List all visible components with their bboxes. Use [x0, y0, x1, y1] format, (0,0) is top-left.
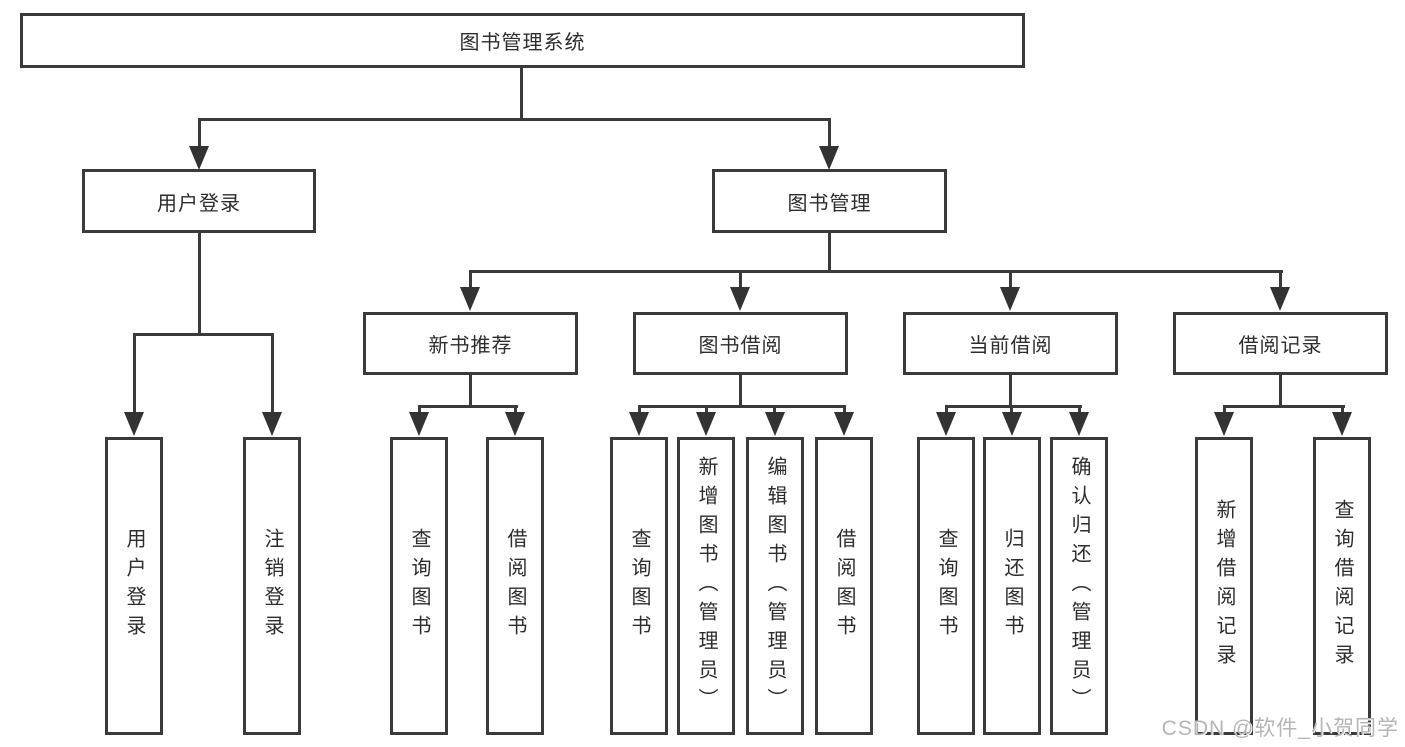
connector-line — [198, 118, 831, 121]
leaf-add-borrow-record: 新增借阅记录 — [1195, 437, 1253, 735]
node-borrow-record-label: 借阅记录 — [1238, 335, 1323, 357]
connector-line — [1279, 375, 1282, 408]
arrowhead-down-icon — [834, 412, 854, 436]
connector-line — [638, 405, 641, 415]
connector-line — [198, 233, 201, 335]
leaf-return-book-label: 归还图书 — [1001, 528, 1023, 644]
arrowhead-down-icon — [1332, 412, 1352, 436]
leaf-add-book-admin: 新增图书（管理员） — [677, 437, 735, 735]
connector-line — [828, 118, 831, 152]
arrowhead-down-icon — [262, 412, 282, 436]
connector-line — [1341, 405, 1344, 415]
connector-line — [133, 333, 136, 413]
arrowhead-down-icon — [1000, 287, 1020, 311]
connector-line — [469, 270, 472, 290]
leaf-query-book-label: 查询图书 — [628, 528, 650, 644]
arrowhead-down-icon — [1002, 412, 1022, 436]
arrowhead-down-icon — [730, 287, 750, 311]
node-root: 图书管理系统 — [20, 13, 1025, 68]
leaf-query-book: 查询图书 — [390, 437, 448, 735]
connector-line — [1009, 270, 1012, 290]
connector-line — [469, 375, 472, 408]
leaf-add-borrow-record-label: 新增借阅记录 — [1213, 499, 1235, 673]
connector-line — [705, 405, 708, 415]
connector-line — [828, 233, 831, 272]
leaf-confirm-return-admin: 确认归还（管理员） — [1050, 437, 1108, 735]
node-root-label: 图书管理系统 — [459, 32, 586, 54]
connector-line — [739, 375, 742, 408]
connector-line — [1009, 375, 1012, 408]
leaf-edit-book-admin-label: 编辑图书（管理员） — [764, 455, 786, 717]
leaf-borrow-book-label: 借阅图书 — [833, 528, 855, 644]
connector-line — [945, 405, 948, 415]
node-new-book-recommend: 新书推荐 — [363, 312, 578, 375]
leaf-query-book: 查询图书 — [610, 437, 668, 735]
arrowhead-down-icon — [1270, 287, 1290, 311]
connector-line — [638, 405, 846, 408]
arrowhead-down-icon — [189, 146, 209, 170]
connector-line — [843, 405, 846, 415]
leaf-logout: 注销登录 — [243, 437, 301, 735]
node-book-borrow-label: 图书借阅 — [698, 335, 783, 357]
connector-line — [514, 405, 517, 415]
leaf-return-book: 归还图书 — [983, 437, 1041, 735]
connector-line — [1010, 405, 1013, 415]
arrowhead-down-icon — [1069, 412, 1089, 436]
leaf-query-book: 查询图书 — [917, 437, 975, 735]
leaf-user-login: 用户登录 — [105, 437, 163, 735]
connector-line — [133, 333, 274, 336]
leaf-borrow-book: 借阅图书 — [815, 437, 873, 735]
connector-line — [198, 118, 201, 152]
arrowhead-down-icon — [124, 412, 144, 436]
connector-line — [520, 68, 523, 120]
connector-line — [773, 405, 776, 415]
leaf-query-borrow-record: 查询借阅记录 — [1313, 437, 1371, 735]
arrowhead-down-icon — [505, 412, 525, 436]
leaf-borrow-book-label: 借阅图书 — [504, 528, 526, 644]
arrowhead-down-icon — [819, 146, 839, 170]
leaf-add-book-admin-label: 新增图书（管理员） — [695, 455, 717, 717]
connector-line — [469, 270, 1283, 273]
node-current-borrow-label: 当前借阅 — [968, 335, 1053, 357]
connector-line — [418, 405, 518, 408]
arrowhead-down-icon — [696, 412, 716, 436]
connector-line — [739, 270, 742, 290]
arrowhead-down-icon — [1214, 412, 1234, 436]
leaf-confirm-return-admin-label: 确认归还（管理员） — [1068, 455, 1090, 717]
node-user-login: 用户登录 — [82, 169, 316, 233]
node-book-borrow: 图书借阅 — [633, 312, 848, 375]
leaf-query-book-label: 查询图书 — [935, 528, 957, 644]
node-current-borrow: 当前借阅 — [903, 312, 1118, 375]
node-user-login-label: 用户登录 — [157, 192, 241, 215]
leaf-logout-label: 注销登录 — [261, 528, 283, 644]
connector-line — [945, 405, 1082, 408]
leaf-user-login-label: 用户登录 — [123, 528, 145, 644]
leaf-borrow-book: 借阅图书 — [486, 437, 544, 735]
arrowhead-down-icon — [936, 412, 956, 436]
watermark: CSDN @软件_小贺同学 — [1161, 717, 1399, 740]
connector-line — [1223, 405, 1345, 408]
leaf-query-borrow-record-label: 查询借阅记录 — [1331, 499, 1353, 673]
leaf-edit-book-admin: 编辑图书（管理员） — [746, 437, 804, 735]
connector-line — [418, 405, 421, 415]
leaf-query-book-label: 查询图书 — [408, 528, 430, 644]
arrowhead-down-icon — [629, 412, 649, 436]
node-book-management-label: 图书管理 — [787, 192, 872, 215]
connector-line — [1223, 405, 1226, 415]
connector-line — [1279, 270, 1282, 290]
arrowhead-down-icon — [765, 412, 785, 436]
connector-line — [1078, 405, 1081, 415]
node-borrow-record: 借阅记录 — [1173, 312, 1388, 375]
node-book-management: 图书管理 — [712, 169, 947, 233]
arrowhead-down-icon — [460, 287, 480, 311]
connector-line — [271, 333, 274, 413]
node-new-book-recommend-label: 新书推荐 — [428, 335, 513, 357]
arrowhead-down-icon — [409, 412, 429, 436]
